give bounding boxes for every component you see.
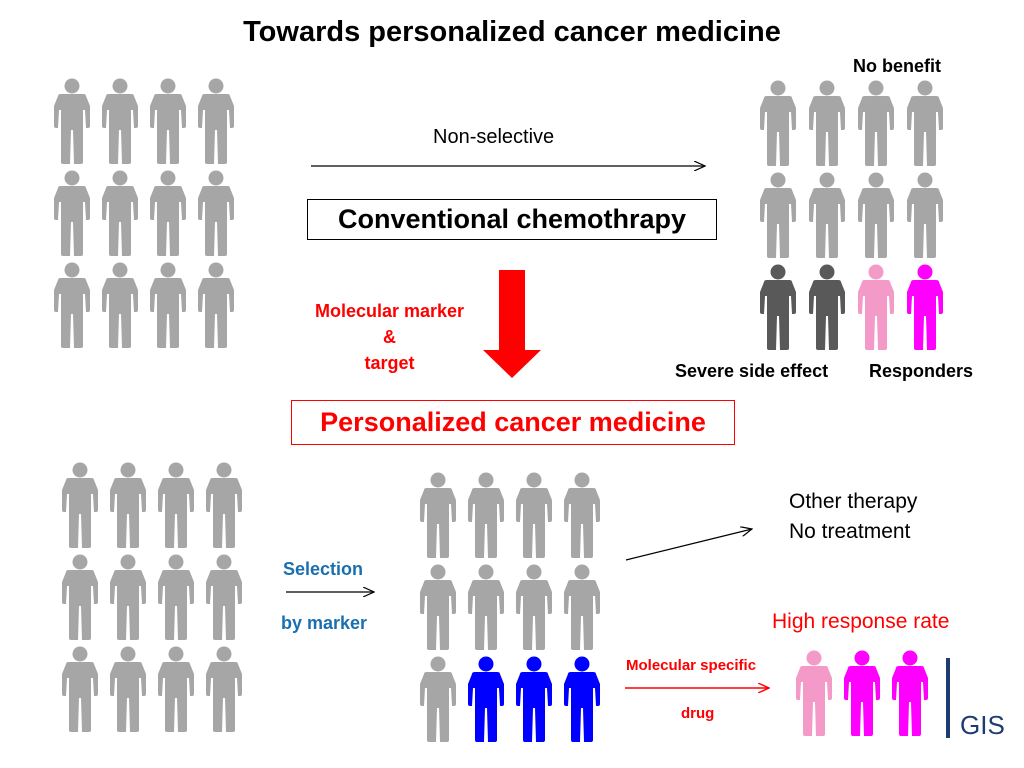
gis-logo-text: GIS xyxy=(960,710,1005,740)
person-icon xyxy=(52,170,92,256)
person-icon xyxy=(60,554,100,640)
person-icon xyxy=(856,172,896,258)
person-icon xyxy=(148,78,188,164)
by-marker-label: by marker xyxy=(281,613,368,633)
person-icon xyxy=(758,172,798,258)
person-icon xyxy=(856,264,896,350)
person-icon xyxy=(204,646,244,732)
person-icon xyxy=(562,472,602,558)
person-icon xyxy=(466,564,506,650)
person-icon xyxy=(842,650,882,736)
marker-line-1: Molecular marker xyxy=(314,301,465,321)
conventional-chemotherapy-label: Conventional chemothrapy xyxy=(337,204,687,234)
person-icon xyxy=(418,656,458,742)
person-icon xyxy=(60,462,100,548)
person-icon xyxy=(890,650,930,736)
person-icon xyxy=(466,472,506,558)
person-icon xyxy=(562,656,602,742)
person-icon xyxy=(418,564,458,650)
other-therapy-arrow xyxy=(625,529,752,561)
population-group-patients xyxy=(60,462,252,738)
person-icon xyxy=(905,264,945,350)
person-icon xyxy=(100,262,140,348)
high-response-rate-label: High response rate xyxy=(772,610,950,633)
down-arrow xyxy=(483,270,541,378)
severe-side-effect-label: Severe side effect xyxy=(675,361,829,381)
person-icon xyxy=(204,554,244,640)
population-group-untreated xyxy=(52,78,244,354)
person-icon xyxy=(514,472,554,558)
person-icon xyxy=(758,80,798,166)
person-icon xyxy=(100,78,140,164)
person-icon xyxy=(905,172,945,258)
non-selective-label: Non-selective xyxy=(433,126,555,148)
person-icon xyxy=(758,264,798,350)
molecular-marker-target-label: Molecular marker & target xyxy=(297,298,482,376)
person-icon xyxy=(196,262,236,348)
person-icon xyxy=(905,80,945,166)
personalized-medicine-box: Personalized cancer medicine xyxy=(291,400,735,445)
person-icon xyxy=(108,554,148,640)
conventional-chemotherapy-box: Conventional chemothrapy xyxy=(307,199,717,240)
person-icon xyxy=(807,172,847,258)
person-icon xyxy=(204,462,244,548)
person-icon xyxy=(514,564,554,650)
person-icon xyxy=(514,656,554,742)
marker-line-2: & xyxy=(383,327,396,347)
person-icon xyxy=(156,646,196,732)
no-benefit-label: No benefit xyxy=(853,56,941,76)
person-icon xyxy=(794,650,834,736)
person-icon xyxy=(466,656,506,742)
population-group-outcomes xyxy=(758,80,954,356)
marker-line-3: target xyxy=(364,353,415,373)
no-treatment-label: No treatment xyxy=(789,520,911,543)
molecular-specific-label: Molecular specific xyxy=(626,657,757,674)
person-icon xyxy=(108,462,148,548)
person-icon xyxy=(856,80,896,166)
person-icon xyxy=(196,78,236,164)
person-icon xyxy=(156,462,196,548)
personalized-medicine-label: Personalized cancer medicine xyxy=(320,407,706,437)
person-icon xyxy=(148,170,188,256)
person-icon xyxy=(196,170,236,256)
person-icon xyxy=(52,262,92,348)
responders-label: Responders xyxy=(869,361,974,381)
person-icon xyxy=(108,646,148,732)
page-title: Towards personalized cancer medicine xyxy=(243,16,781,48)
person-icon xyxy=(807,264,847,350)
drug-label: drug xyxy=(681,705,715,722)
person-icon xyxy=(562,564,602,650)
population-group-selected xyxy=(418,472,610,748)
other-therapy-label: Other therapy xyxy=(789,490,918,513)
person-icon xyxy=(156,554,196,640)
person-icon xyxy=(52,78,92,164)
person-icon xyxy=(60,646,100,732)
person-icon xyxy=(100,170,140,256)
selection-label: Selection xyxy=(283,559,364,579)
person-icon xyxy=(807,80,847,166)
population-group-high-response xyxy=(794,650,938,742)
person-icon xyxy=(418,472,458,558)
gis-logo xyxy=(946,658,950,738)
person-icon xyxy=(148,262,188,348)
